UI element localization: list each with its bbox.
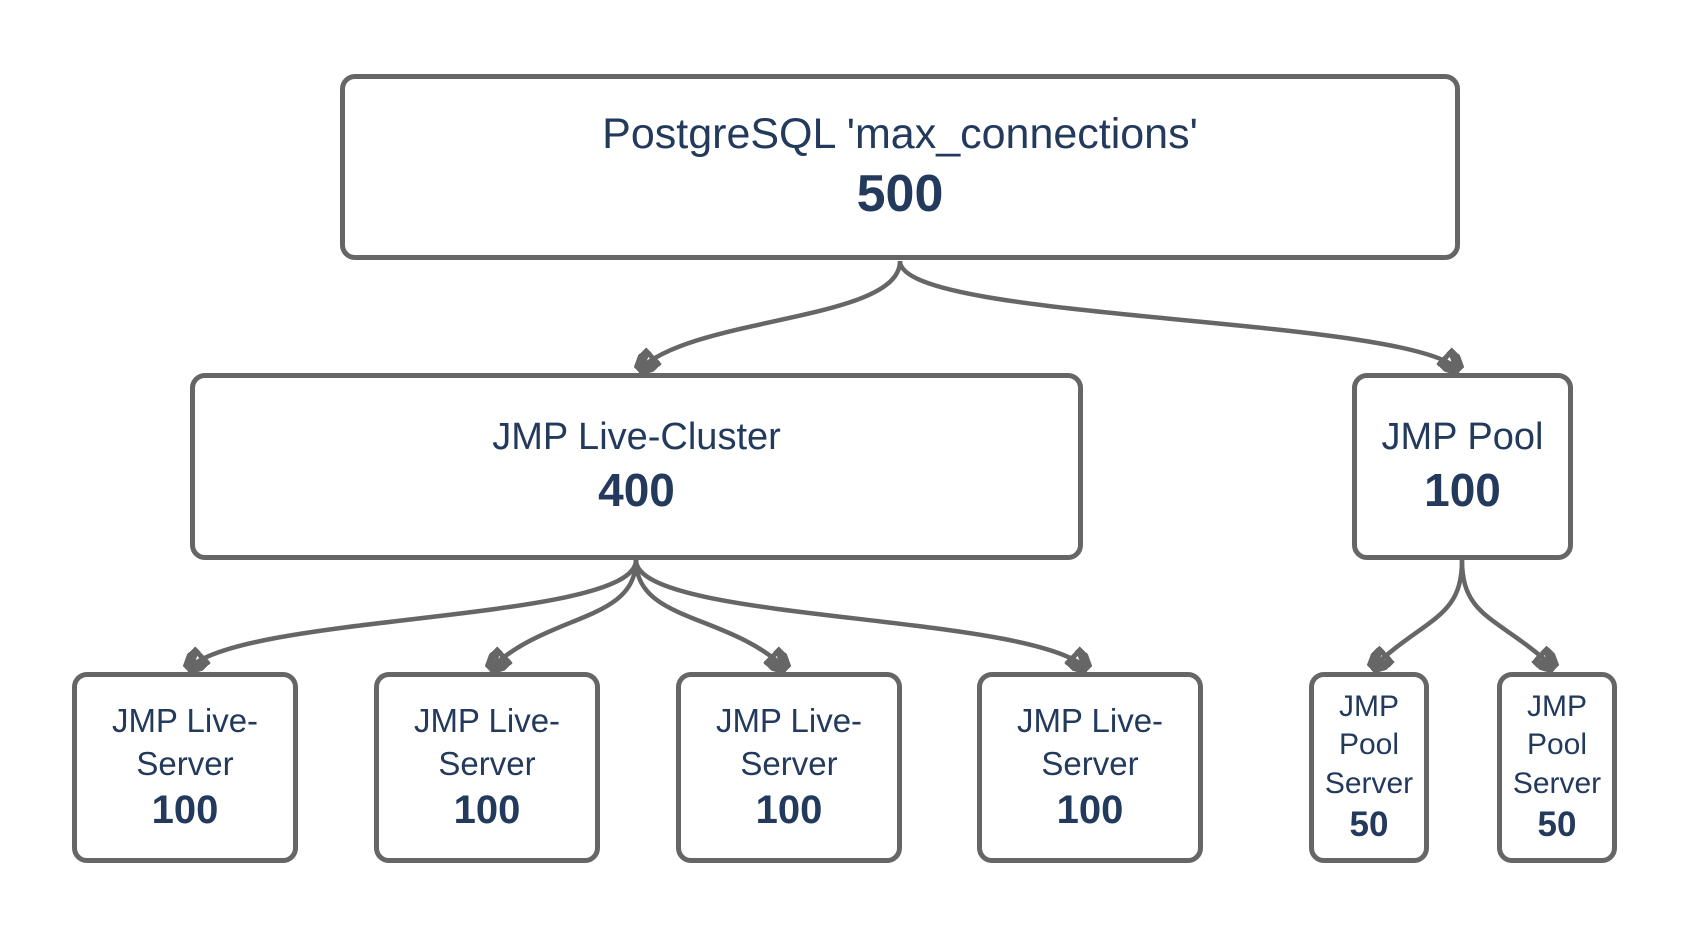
node-value: 100: [755, 787, 823, 832]
node-value: 500: [856, 165, 944, 224]
connector-cluster-live-server-3: [633, 559, 785, 668]
node-label: JMP Live-Server: [1016, 702, 1164, 782]
node-label: PostgreSQL 'max_connections': [602, 109, 1198, 158]
node-label: JMP Live-Server: [111, 702, 259, 782]
node-value: 400: [598, 464, 675, 517]
node-label: JMP Live-Cluster: [492, 416, 781, 459]
node-jmp-pool-server-2: JMP Pool Server 50: [1497, 672, 1617, 863]
node-jmp-live-server-4: JMP Live-Server 100: [977, 672, 1203, 863]
node-label: JMP Live-Server: [413, 702, 561, 782]
connector-root-cluster: [640, 260, 903, 369]
node-value: 50: [1537, 805, 1577, 845]
node-value: 100: [1056, 787, 1124, 832]
connector-cluster-live-server-2: [491, 559, 639, 668]
node-label: JMP Pool Server: [1324, 690, 1414, 800]
connector-root-pool: [897, 260, 1458, 369]
node-value: 100: [453, 787, 521, 832]
connector-pool-pool-server-2: [1459, 559, 1553, 667]
node-jmp-live-server-3: JMP Live-Server 100: [676, 672, 902, 863]
node-label: JMP Live-Server: [715, 702, 863, 782]
node-value: 100: [151, 787, 219, 832]
node-jmp-pool-server-1: JMP Pool Server 50: [1309, 672, 1429, 863]
node-jmp-live-cluster: JMP Live-Cluster 400: [190, 373, 1083, 560]
node-jmp-live-server-2: JMP Live-Server 100: [374, 672, 600, 863]
node-postgresql-max-connections: PostgreSQL 'max_connections' 500: [340, 74, 1460, 260]
connector-cluster-live-server-4: [633, 559, 1086, 668]
node-label: JMP Pool: [1381, 416, 1544, 459]
node-jmp-live-server-1: JMP Live-Server 100: [72, 672, 298, 863]
node-value: 50: [1349, 805, 1389, 845]
connector-pool-pool-server-1: [1373, 559, 1465, 667]
node-value: 100: [1424, 464, 1501, 517]
node-label: JMP Pool Server: [1512, 690, 1602, 800]
connector-cluster-live-server-1: [189, 559, 639, 668]
node-jmp-pool: JMP Pool 100: [1352, 373, 1573, 560]
